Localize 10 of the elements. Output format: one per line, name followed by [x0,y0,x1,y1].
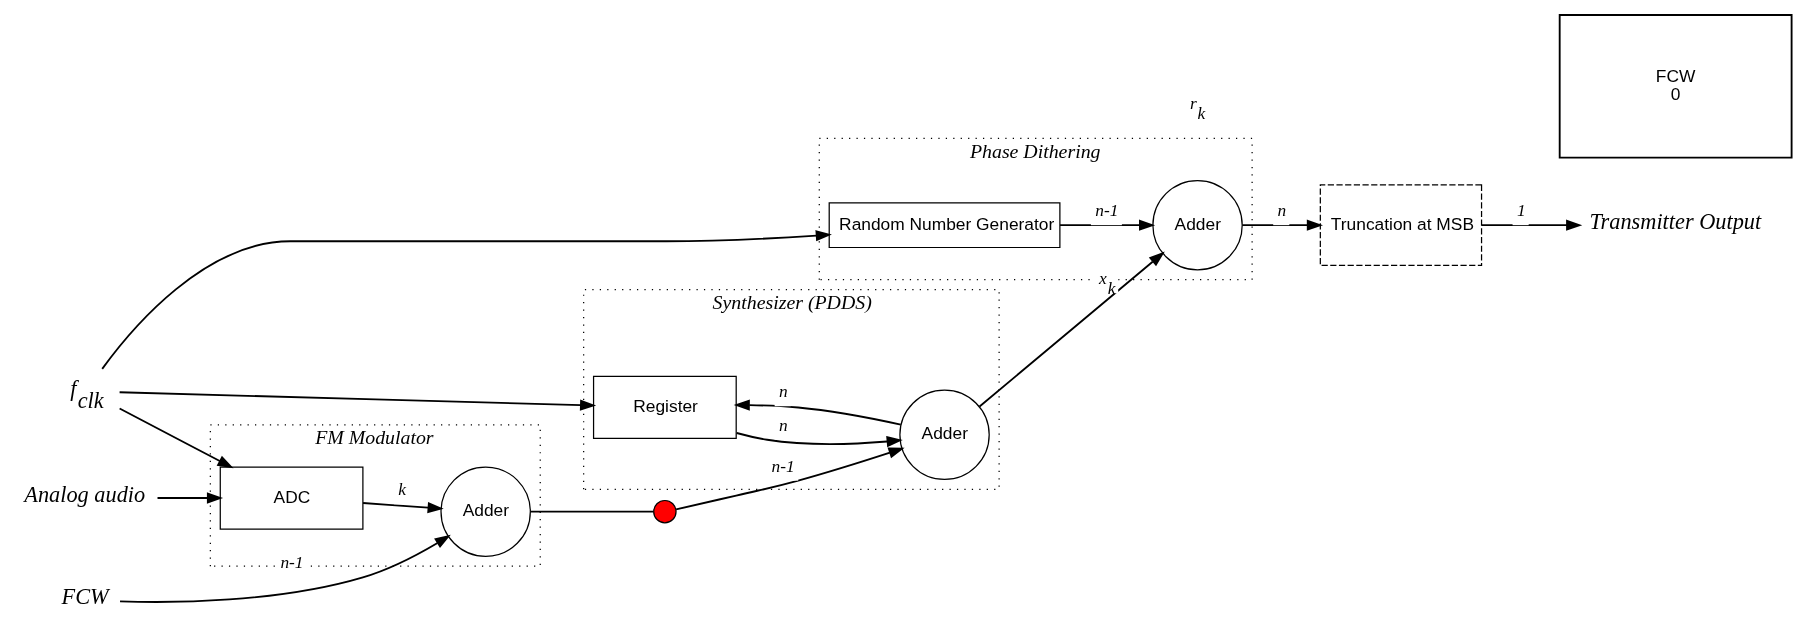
node-text: Analog audio [24,481,146,507]
edge-label: 1 [1516,200,1526,220]
edge-label: n [778,415,788,435]
edge-label: n-1 [771,456,795,476]
edge-label: n [1277,200,1287,220]
edge-label: n [778,381,788,401]
edge-label: k [398,479,406,499]
node-text: FCW [61,583,109,609]
node-text: Transmitter Output [1589,208,1762,234]
edge-label: n-1 [1095,200,1119,220]
